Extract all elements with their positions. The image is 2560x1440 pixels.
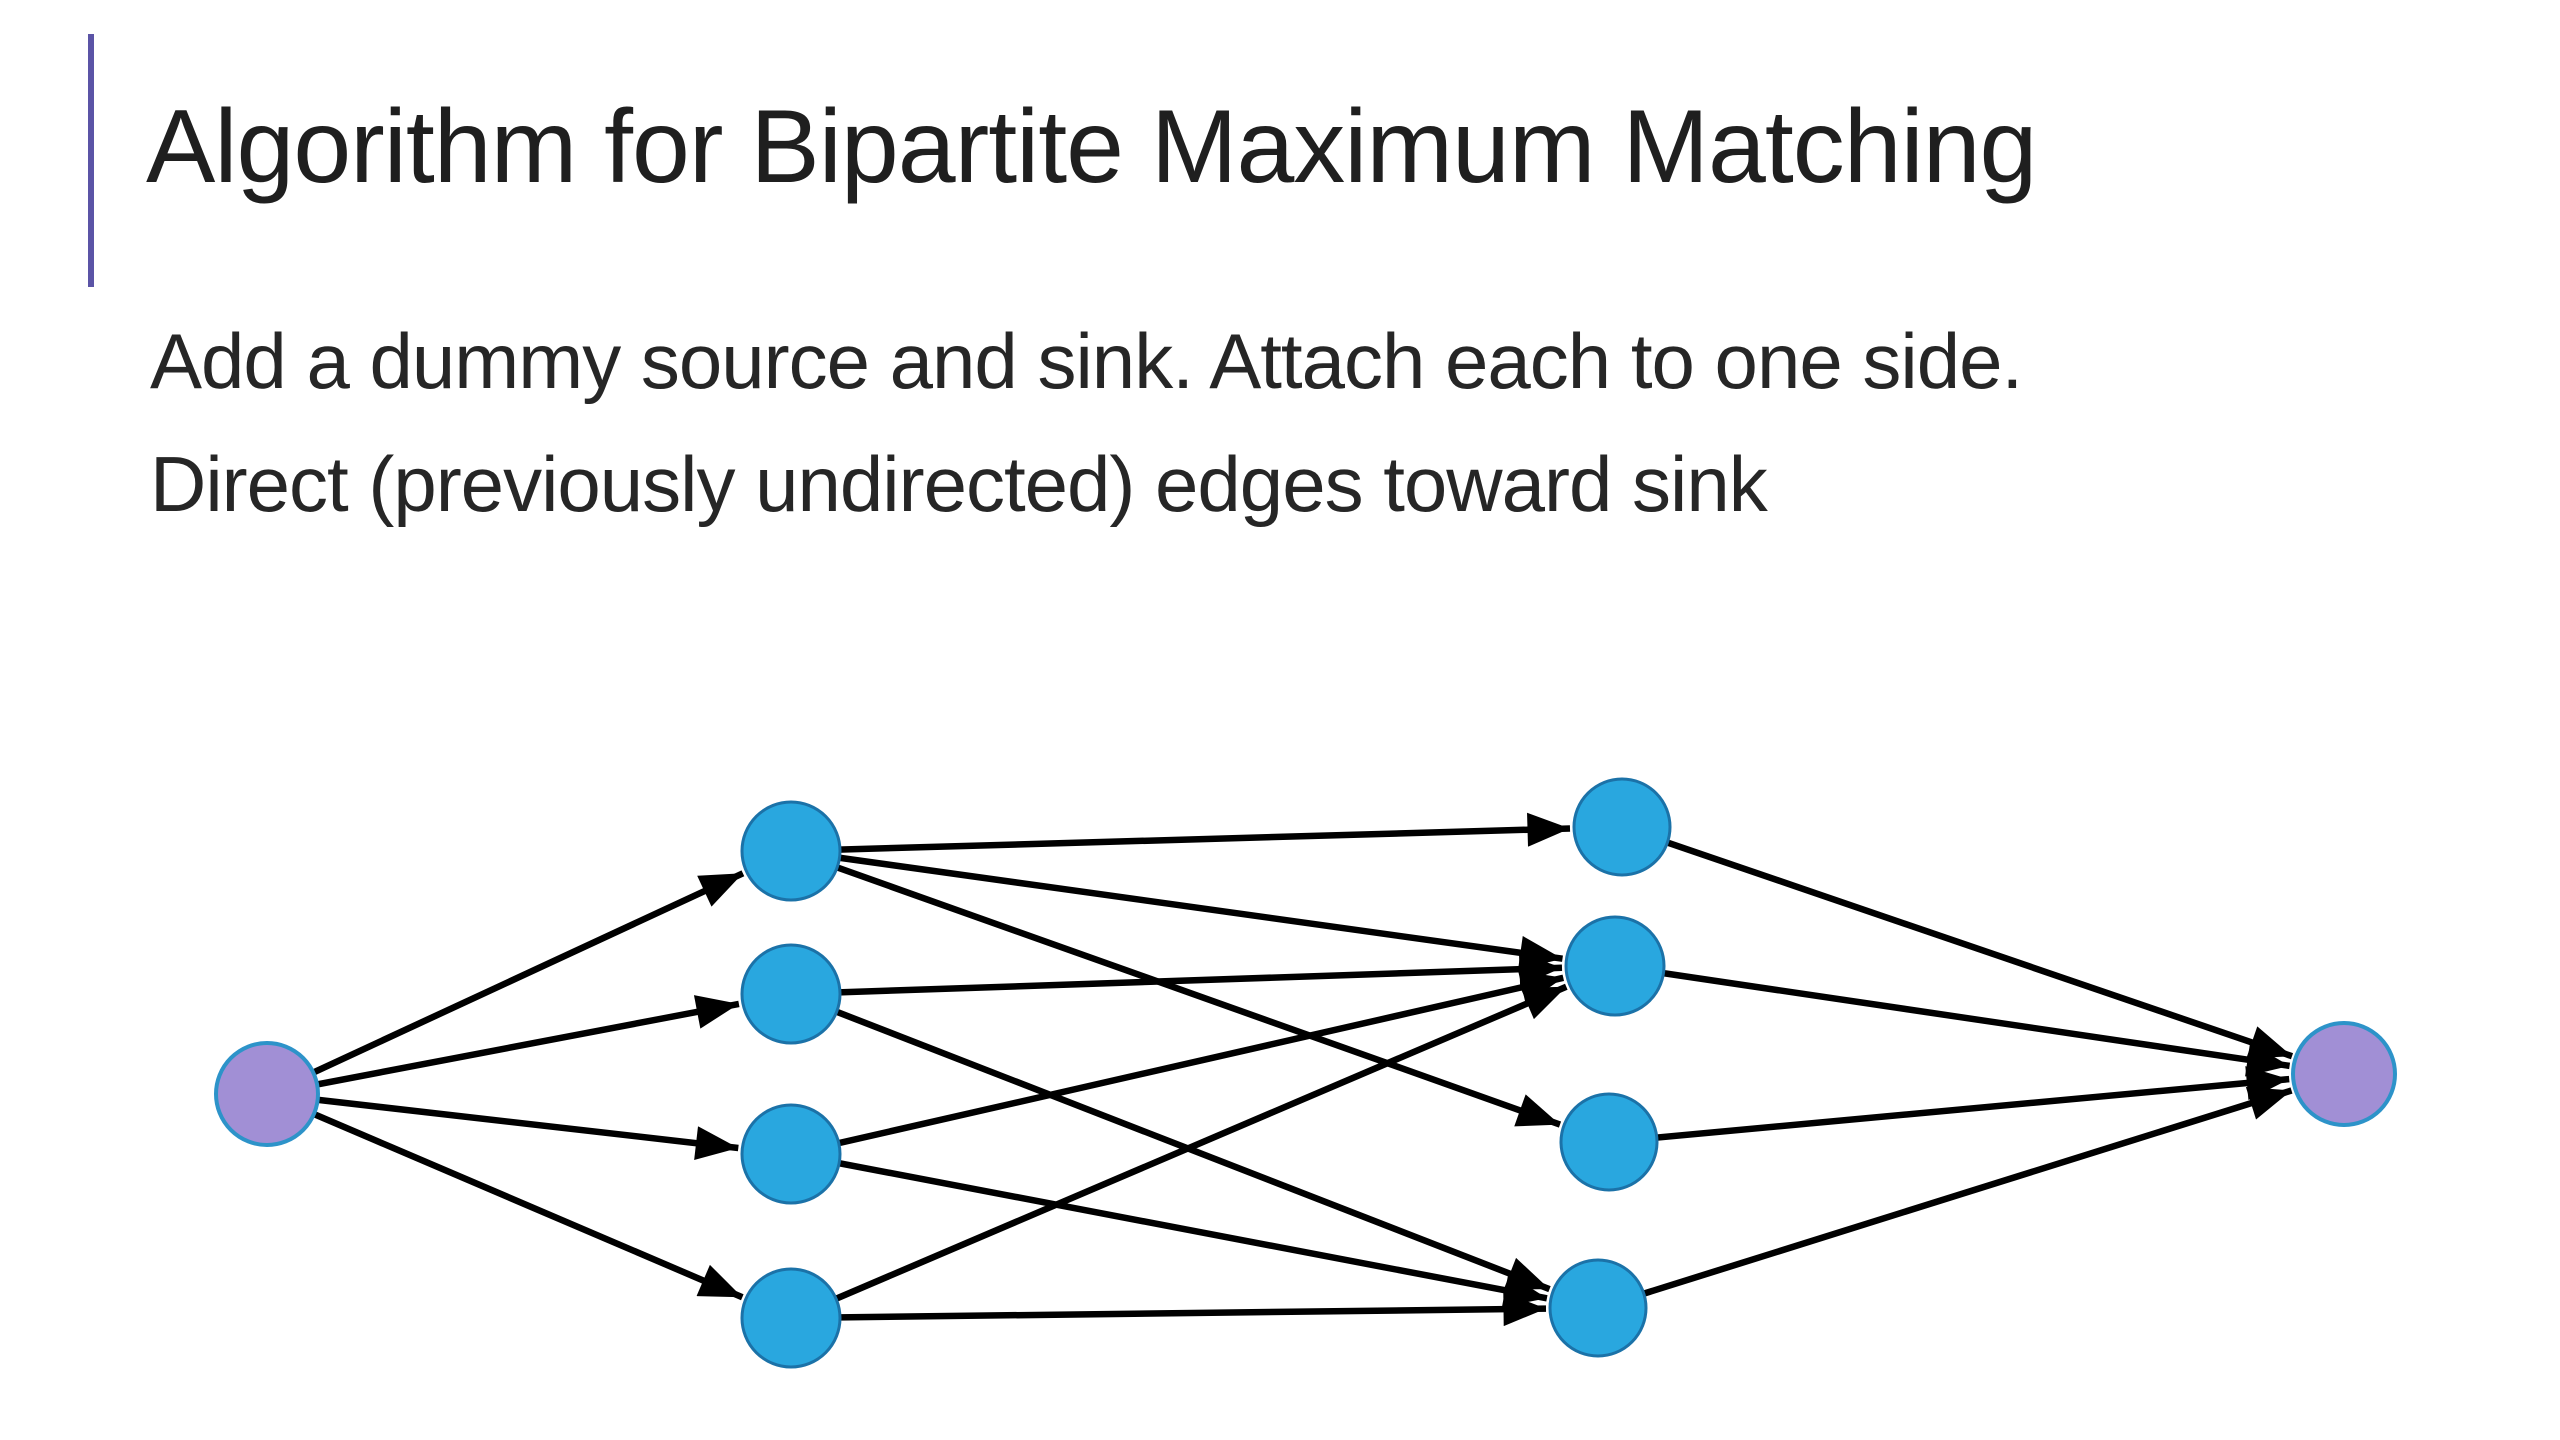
edge-r1-t <box>1620 823 2294 1060</box>
edge-r4-t <box>1597 1086 2293 1312</box>
node-left-4 <box>740 1267 842 1369</box>
edge-l3-r4 <box>790 1150 1548 1308</box>
body-line-2: Direct (previously undirected) edges tow… <box>150 440 1768 528</box>
edge-l1-r3 <box>789 847 1562 1128</box>
node-right-3 <box>1559 1092 1659 1192</box>
node-right-2 <box>1564 915 1666 1017</box>
page-title: Algorithm for Bipartite Maximum Matching <box>146 89 2037 205</box>
edge-s-l4 <box>265 1091 744 1301</box>
node-right-4 <box>1548 1258 1648 1358</box>
body-line-1: Add a dummy source and sink. Attach each… <box>150 317 2023 405</box>
edge-l2-r4 <box>789 990 1551 1293</box>
node-sink <box>2291 1021 2397 1127</box>
edge-r3-t <box>1608 1066 2290 1146</box>
edge-l1-r2 <box>790 847 1563 970</box>
edge-l1-r1 <box>790 812 1571 855</box>
edge-l2-r2 <box>790 952 1563 998</box>
slide-body-text: Add a dummy source and sink. Attach each… <box>150 300 2023 546</box>
node-left-3 <box>740 1103 842 1205</box>
title-accent-bar <box>88 34 94 287</box>
edge-l3-r2 <box>790 970 1565 1158</box>
edge-l4-r2 <box>789 983 1568 1321</box>
edge-s-l1 <box>265 870 745 1097</box>
node-left-2 <box>740 943 842 1045</box>
edge-r2-t <box>1614 962 2291 1077</box>
edge-s-l2 <box>266 995 740 1098</box>
edge-l4-r4 <box>790 1292 1547 1327</box>
edge-s-l3 <box>266 1090 739 1161</box>
node-left-1 <box>740 800 842 902</box>
node-source <box>214 1041 320 1147</box>
node-right-1 <box>1572 777 1672 877</box>
